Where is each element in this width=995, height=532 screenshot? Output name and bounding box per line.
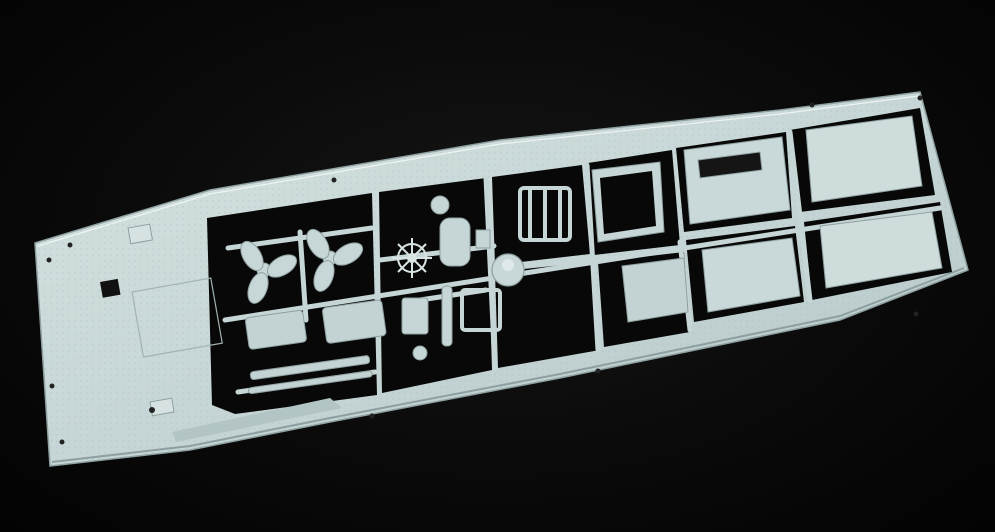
ships-wheel [392,238,432,278]
ladder-parts [518,186,572,242]
sprue-gate [491,253,525,287]
engine-blocks [245,299,387,395]
deck-details [46,95,923,445]
propeller-right [306,228,364,292]
propeller-left [240,240,298,304]
small-parts [401,195,502,361]
window-frame [591,161,689,323]
wall-panels [683,136,801,313]
deck-panels [805,115,943,289]
